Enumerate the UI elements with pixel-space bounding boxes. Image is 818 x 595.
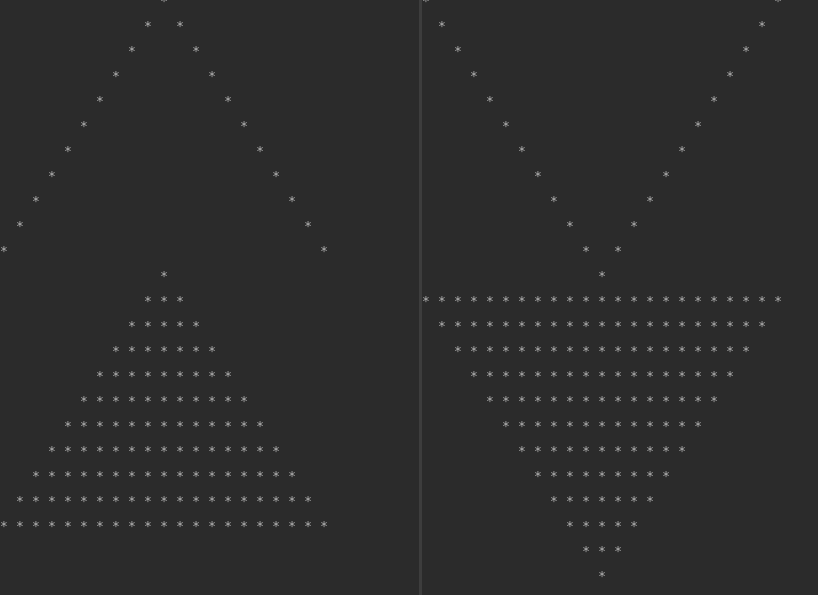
output-line: * * [422,70,743,85]
output-line: * [422,270,615,285]
output-line: * * [422,195,663,210]
output-line: * * [422,245,631,260]
output-line: * * [422,95,727,110]
output-line: * * [0,95,241,110]
output-line: ********* [0,370,241,385]
output-line: ******* [422,495,663,510]
output-line: ***************** [422,370,743,385]
output-line: *** [0,295,193,310]
pane-divider[interactable] [419,0,422,595]
output-line: * [422,570,615,585]
output-line: ***************** [0,470,305,485]
output-line: * * [422,220,647,235]
output-line: ********* [422,470,679,485]
output-line: *********************** [422,295,791,310]
output-line: * * [422,45,759,60]
output-line: * * [0,245,337,260]
output-line: * * [0,45,209,60]
output-line: ********************* [422,320,775,335]
output-line: * * [0,120,257,135]
output-line: * * [0,20,193,35]
output-line: *** [422,545,631,560]
output-line: *************** [422,395,727,410]
output-line: * * [422,120,711,135]
output-line: * * [0,195,305,210]
output-line: *************** [0,445,289,460]
output-line: ******************* [0,495,321,510]
output-line: *********** [422,445,695,460]
output-line: * * [422,20,775,35]
output-line: ************* [0,420,273,435]
output-line: * [0,270,177,285]
output-line: ******************* [422,345,759,360]
output-line: * * [0,70,225,85]
output-line: * * [0,170,289,185]
output-line: * * [422,0,791,10]
output-line: ***** [422,520,647,535]
left-terminal-pane[interactable]: * * * * * * * * * * * * * * * * * * * * [0,0,419,595]
output-line: ******* [0,345,225,360]
output-line: ************* [422,420,711,435]
output-line: * * [422,170,679,185]
output-line: *********** [0,395,257,410]
output-line: * * [422,145,695,160]
output-line: ********************* [0,520,337,535]
output-line: ***** [0,320,209,335]
output-line: * * [0,220,321,235]
output-line: * [0,0,177,10]
output-line: * * [0,145,273,160]
right-terminal-pane[interactable]: * * * * * * * * * * * * * * * * [422,0,818,595]
